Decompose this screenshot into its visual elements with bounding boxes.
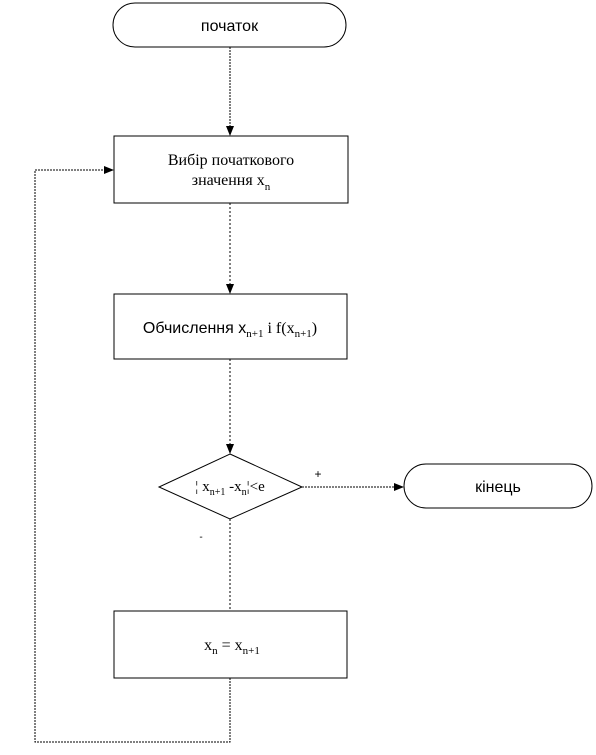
no-label: - <box>199 532 202 543</box>
decision-node: ¦xn+1 -xn¦<e <box>157 453 304 520</box>
update-label: xn = xn+1 <box>204 637 260 657</box>
compute-label: Обчислення xn+1 і f(xn+1) <box>143 320 317 340</box>
end-label: кінець <box>475 479 521 496</box>
yes-label: + <box>314 467 321 481</box>
init-line1: Вибір початкового <box>168 152 294 169</box>
start-node: початок <box>112 2 347 48</box>
edge-loop-back <box>34 166 231 743</box>
update-node: xn = xn+1 <box>113 610 348 679</box>
init-node: Вибір початкового значення xn <box>113 135 349 204</box>
init-line2: значення xn <box>192 172 271 193</box>
decision-label: ¦xn+1 -xn¦<e <box>195 479 265 498</box>
compute-node: Обчислення xn+1 і f(xn+1) <box>113 293 348 360</box>
start-label: початок <box>201 18 259 35</box>
end-node: кінець <box>403 463 593 509</box>
